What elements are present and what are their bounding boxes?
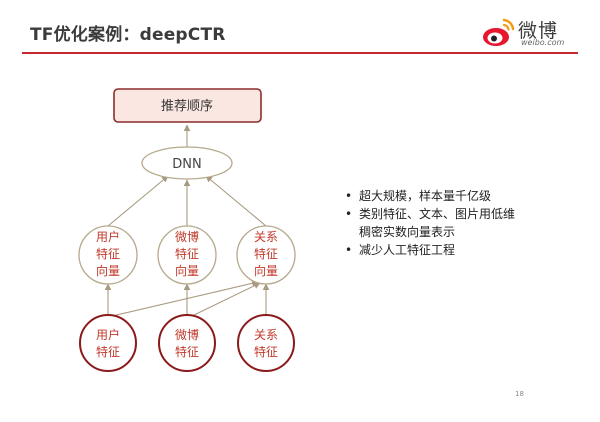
svg-text:特征: 特征 xyxy=(254,344,278,359)
svg-text:用户: 用户 xyxy=(96,327,120,342)
middle-node-user: 用户 特征 向量 xyxy=(78,225,138,285)
bottom-node-weibo: 微博 特征 xyxy=(158,314,216,372)
bullet-item: 类别特征、文本、图片用低维 xyxy=(345,206,515,222)
weibo-logo: 微博 weibo.com xyxy=(480,12,586,52)
svg-text:向量: 向量 xyxy=(96,263,120,278)
svg-text:向量: 向量 xyxy=(175,263,199,278)
dnn-label: DNN xyxy=(172,157,201,172)
edge-bot2-to-mid3 xyxy=(191,282,261,317)
svg-text:特征: 特征 xyxy=(175,344,199,359)
logo-name-cn: 微博 xyxy=(518,20,559,42)
bottom-node-user: 用户 特征 xyxy=(79,314,137,372)
svg-text:特征: 特征 xyxy=(96,344,120,359)
svg-text:特征: 特征 xyxy=(175,246,199,261)
middle-node-relation: 关系 特征 向量 xyxy=(236,225,296,285)
svg-text:向量: 向量 xyxy=(254,263,278,278)
bullet-item: 超大规模，样本量千亿级 xyxy=(345,188,515,204)
slide-title: TF优化案例：deepCTR xyxy=(30,25,226,45)
svg-text:特征: 特征 xyxy=(96,246,120,261)
svg-text:关系: 关系 xyxy=(254,328,278,342)
svg-text:特征: 特征 xyxy=(254,246,278,261)
weibo-eye-icon xyxy=(483,18,515,46)
dnn-node xyxy=(141,146,233,180)
svg-text:微博: 微博 xyxy=(175,327,199,342)
recommendation-order-box xyxy=(113,88,262,123)
bullet-item: 减少人工特征工程 xyxy=(345,242,515,258)
bottom-node-relation: 关系 特征 xyxy=(237,314,295,372)
middle-node-weibo: 微博 特征 向量 xyxy=(157,225,217,285)
recommendation-order-label: 推荐顺序 xyxy=(161,99,213,114)
page-number: 18 xyxy=(515,390,524,398)
edge-mid1-to-dnn xyxy=(107,175,169,227)
svg-text:关系: 关系 xyxy=(254,230,278,244)
bullet-item-continuation: 稠密实数向量表示 xyxy=(359,225,456,239)
svg-text:微博: 微博 xyxy=(175,229,199,244)
logo-name-en: weibo.com xyxy=(521,38,565,47)
svg-text:用户: 用户 xyxy=(96,229,120,244)
edge-mid3-to-dnn xyxy=(205,175,267,227)
bullet-list: 超大规模，样本量千亿级 类别特征、文本、图片用低维 稠密实数向量表示 减少人工特… xyxy=(345,188,515,260)
edge-bot1-to-mid3 xyxy=(111,280,259,317)
title-divider xyxy=(22,52,578,54)
